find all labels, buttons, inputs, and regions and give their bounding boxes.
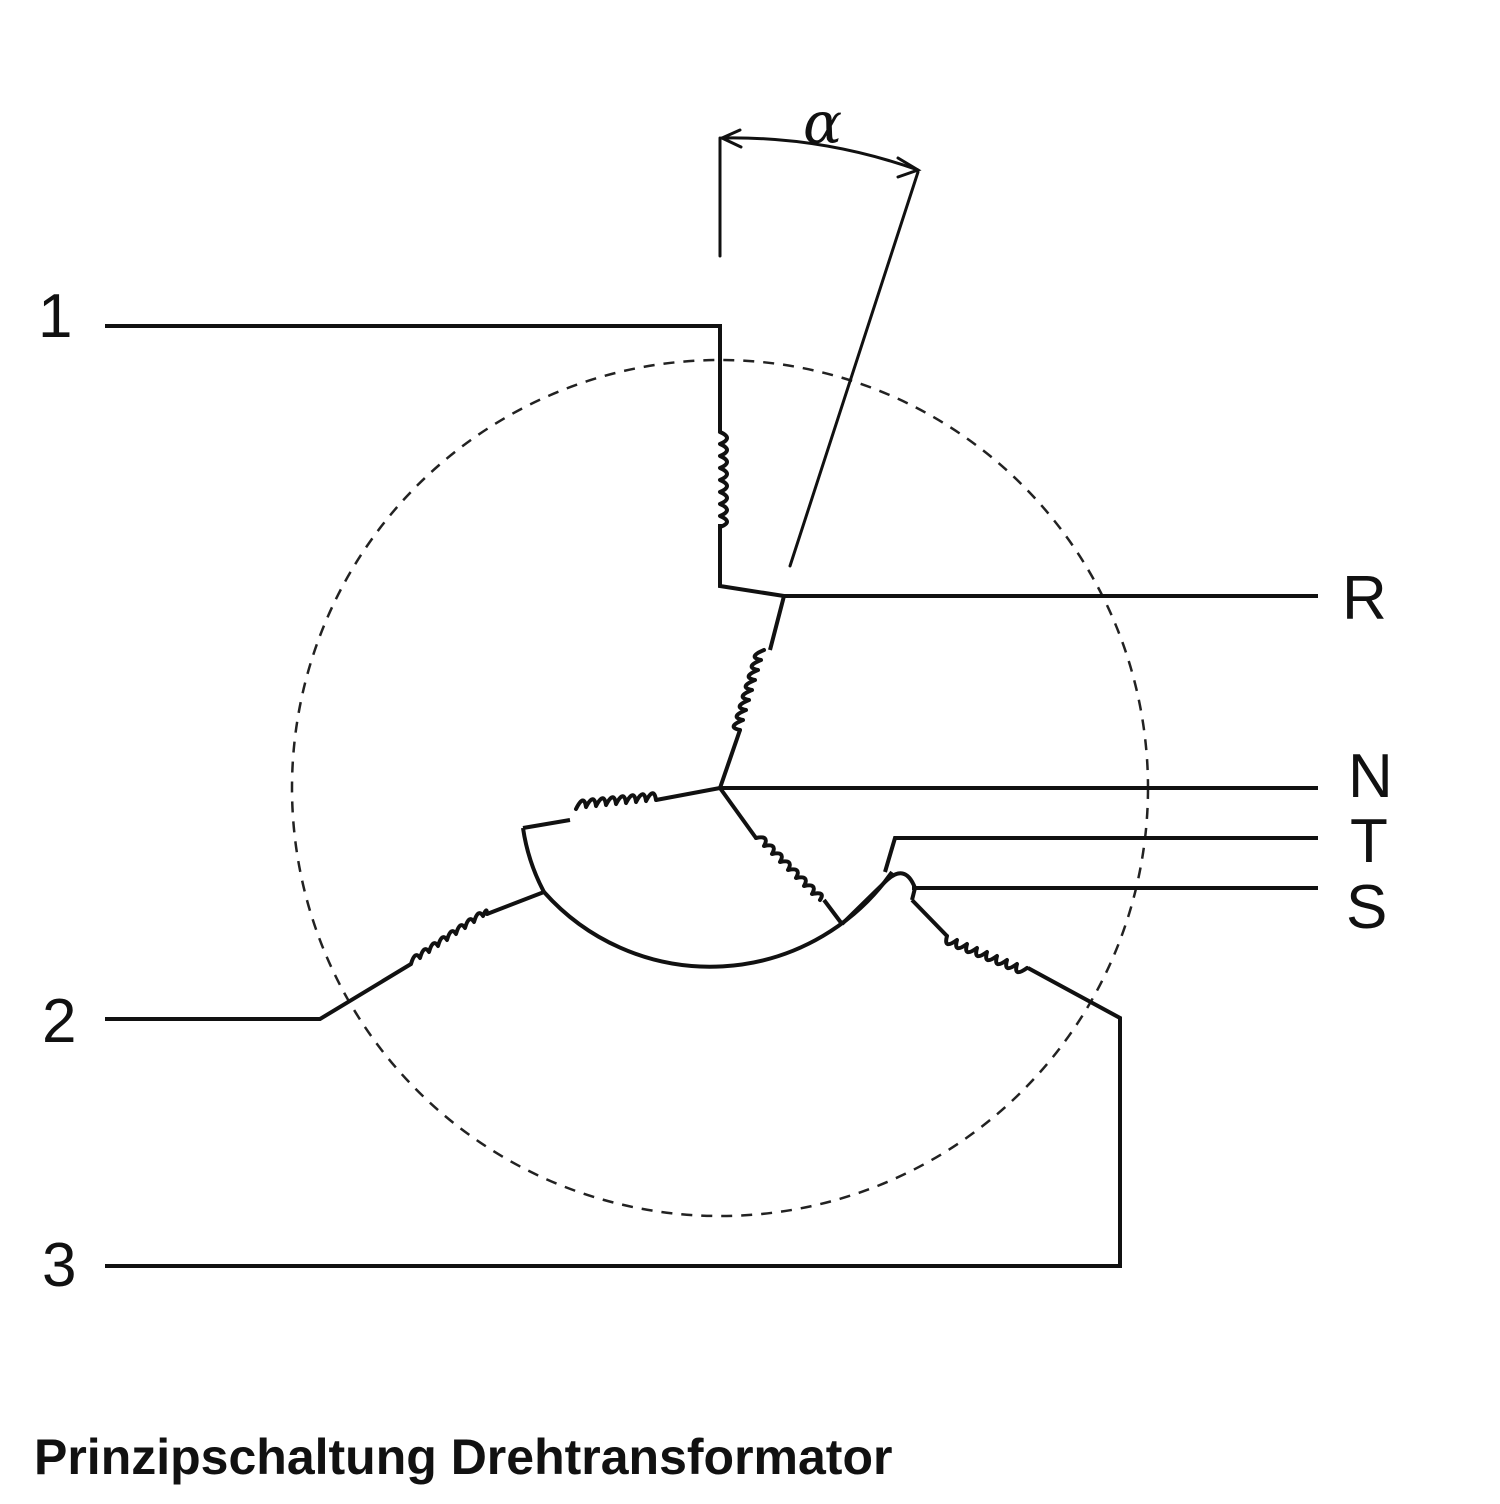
terminal-label-r: R [1342,564,1387,633]
stator-lead-1-lower [718,524,785,598]
angle-label: α [803,89,842,157]
input-line-3 [105,966,1122,1268]
lower-coil-to-hub [822,898,844,926]
terminal-label-t: T [1350,807,1388,876]
half-circle-connector [522,818,894,969]
angle-arrowhead-right [896,156,922,179]
stator-coil-3 [944,934,1029,975]
rotor-coil-r [731,648,766,732]
stator-lead-2-inner [486,890,545,916]
terminal-label-s: S [1346,873,1387,942]
diagram-caption: Prinzipschaltung Drehtransformator [34,1429,893,1485]
star-to-r-coil [718,729,742,789]
star-to-left-coil [655,786,721,802]
r-coil-to-output [768,594,1318,651]
terminal-label-2: 2 [42,987,76,1056]
coils [409,430,1029,975]
star-to-lower-coil [718,786,758,840]
angle-rotated-line [788,170,920,568]
rotor-coil-left [574,791,658,811]
half-circle-left-edge [521,827,546,893]
input-line-2 [105,962,413,1021]
terminal-label-n: N [1348,742,1393,811]
stator-coil-2 [409,908,489,966]
stator-lead-3-inner [910,898,949,938]
terminal-label-1: 1 [38,282,72,351]
angle-arrowhead-left [718,128,743,149]
t-output-line [883,836,1318,873]
input-line-1 [105,324,722,432]
rotor-coil-lower [754,835,824,902]
angle-arc [720,136,920,172]
terminal-label-3: 3 [42,1231,76,1300]
stator-coil-1 [718,430,729,529]
